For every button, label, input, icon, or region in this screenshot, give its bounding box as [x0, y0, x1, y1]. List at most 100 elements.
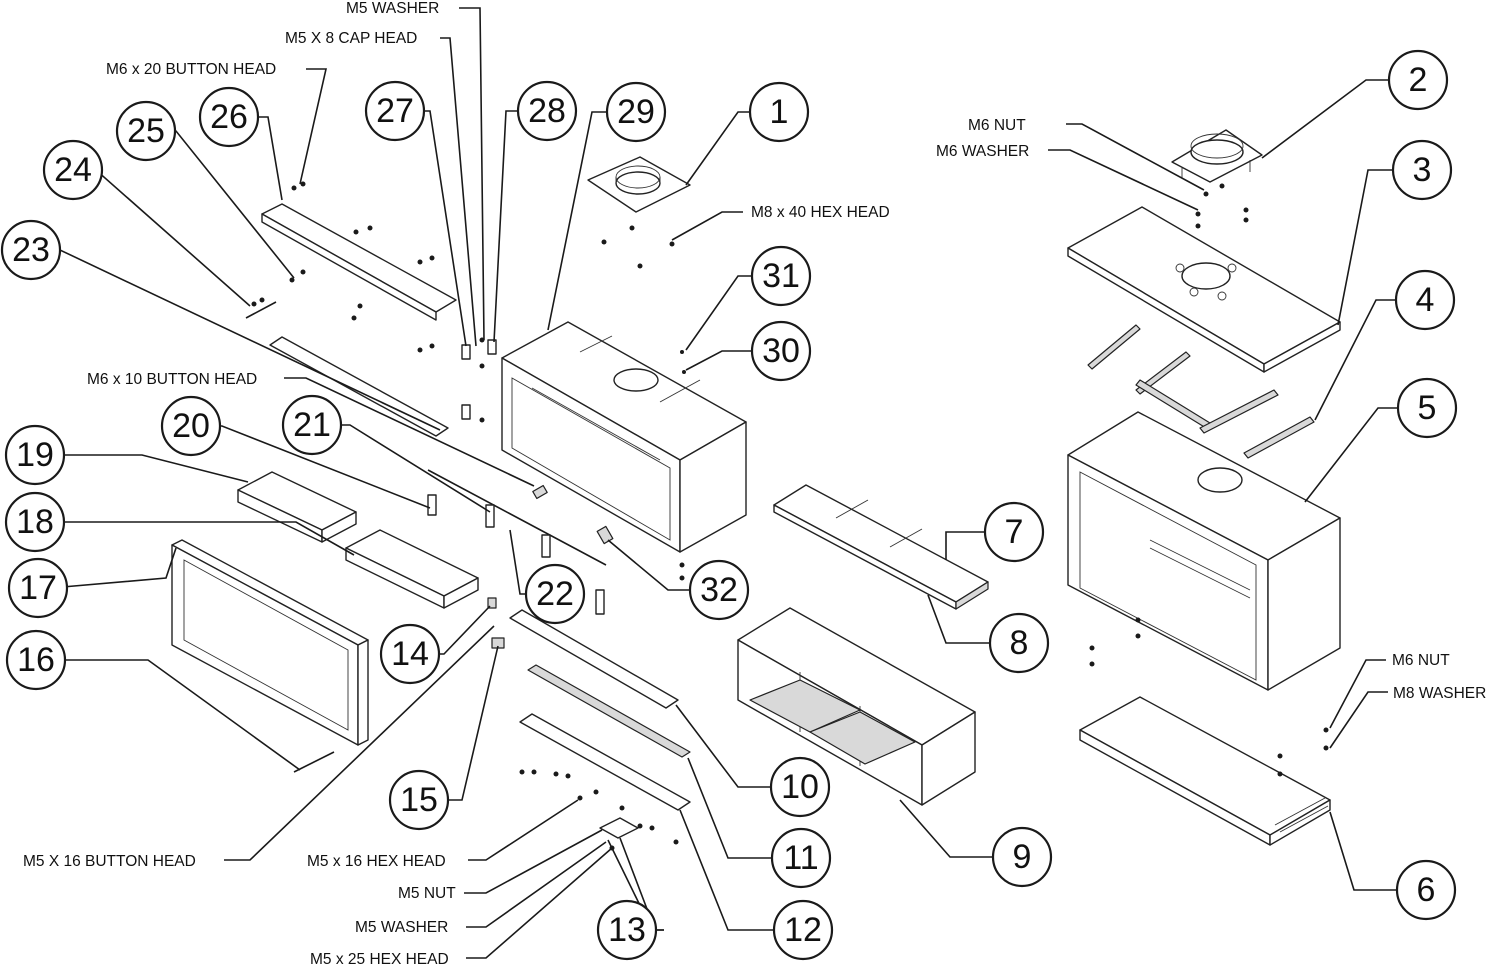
- svg-text:31: 31: [762, 257, 800, 295]
- svg-text:20: 20: [172, 407, 210, 445]
- svg-text:25: 25: [127, 112, 165, 150]
- svg-text:29: 29: [617, 93, 655, 131]
- balloon-23: 23: [0, 219, 62, 281]
- svg-text:13: 13: [608, 911, 646, 949]
- balloon-32: 32: [688, 559, 750, 621]
- svg-text:26: 26: [210, 98, 248, 136]
- part-4-spacer-strips: [1087, 324, 1315, 459]
- svg-text:22: 22: [536, 575, 574, 613]
- balloon-8: 8: [988, 612, 1050, 674]
- part-26-top-rail: [261, 203, 457, 321]
- balloon-17: 17: [7, 557, 69, 619]
- label-m8-x40-hex-head: M8 x 40 HEX HEAD: [751, 204, 890, 221]
- part-5-outer-housing: [1067, 411, 1341, 691]
- label-m6-nut-top: M6 NUT: [968, 117, 1026, 134]
- svg-text:10: 10: [781, 768, 819, 806]
- svg-text:5: 5: [1418, 389, 1437, 427]
- part-sketches: [171, 129, 1341, 851]
- part-20-22-rod-clips: [427, 469, 607, 615]
- svg-text:11: 11: [783, 839, 818, 877]
- part-17-door-frame: [171, 539, 369, 773]
- svg-text:32: 32: [700, 571, 738, 609]
- label-m5-x16-button-head: M5 X 16 BUTTON HEAD: [23, 853, 196, 870]
- balloon-26: 26: [198, 86, 260, 148]
- balloon-2: 2: [1387, 49, 1449, 111]
- balloon-20: 20: [160, 395, 222, 457]
- part-10-12-bottom-rails: [509, 609, 691, 811]
- label-m6-x10-button-head: M6 x 10 BUTTON HEAD: [87, 371, 257, 388]
- balloon-6: 6: [1395, 859, 1457, 921]
- part-27-28-brackets: [461, 339, 497, 420]
- label-m5-x16-hex-head: M5 x 16 HEX HEAD: [307, 853, 446, 870]
- hardware-labels: M5 WASHER M5 X 8 CAP HEAD M6 x 20 BUTTON…: [23, 0, 1486, 965]
- svg-text:12: 12: [784, 911, 822, 949]
- label-m5-washer-top: M5 WASHER: [346, 0, 439, 17]
- balloon-18: 18: [4, 491, 66, 553]
- svg-text:3: 3: [1413, 151, 1432, 189]
- svg-text:7: 7: [1005, 513, 1024, 551]
- balloon-19: 19: [4, 424, 66, 486]
- svg-text:1: 1: [770, 93, 789, 131]
- balloon-1: 1: [748, 81, 810, 143]
- balloon-12: 12: [772, 899, 834, 961]
- label-m8-washer: M8 WASHER: [1393, 685, 1486, 702]
- part-19-tray: [237, 471, 357, 543]
- svg-text:24: 24: [54, 151, 92, 189]
- svg-text:8: 8: [1010, 624, 1029, 662]
- balloon-9: 9: [991, 826, 1053, 888]
- svg-text:16: 16: [17, 641, 55, 679]
- balloon-13: 13: [596, 899, 658, 961]
- balloon-25: 25: [115, 100, 177, 162]
- svg-text:6: 6: [1417, 871, 1436, 909]
- part-29-firebox: [501, 321, 747, 553]
- balloon-22: 22: [524, 563, 586, 625]
- label-m5-nut: M5 NUT: [398, 885, 456, 902]
- balloon-10: 10: [769, 756, 831, 818]
- part-13-bracket: [599, 817, 639, 839]
- svg-text:19: 19: [16, 436, 54, 474]
- svg-text:9: 9: [1013, 838, 1032, 876]
- balloon-27: 27: [364, 80, 426, 142]
- part-2-flue-adapter: [1171, 129, 1263, 183]
- label-m5-x8-cap-head: M5 X 8 CAP HEAD: [285, 30, 417, 47]
- part-6-base-tray: [1079, 696, 1331, 846]
- balloons: 1 2 3 4 5 6 7 8 9 10 11 12 13 14 15 16 1…: [0, 49, 1458, 961]
- part-1-flue-plate: [587, 156, 691, 213]
- svg-text:27: 27: [376, 92, 414, 130]
- part-9-burner-tray: [737, 607, 976, 806]
- balloon-7: 7: [983, 501, 1045, 563]
- label-m6-x20-button-head: M6 x 20 BUTTON HEAD: [106, 61, 276, 78]
- part-7-8-ember-strip: [773, 484, 989, 610]
- svg-text:17: 17: [19, 569, 57, 607]
- svg-text:15: 15: [400, 781, 438, 819]
- balloon-4: 4: [1394, 269, 1456, 331]
- label-m6-washer-top: M6 WASHER: [936, 143, 1029, 160]
- svg-text:4: 4: [1416, 281, 1435, 319]
- balloon-5: 5: [1396, 377, 1458, 439]
- balloon-29: 29: [605, 81, 667, 143]
- balloon-14: 14: [379, 623, 441, 685]
- balloon-21: 21: [281, 394, 343, 456]
- part-23-long-rail: [245, 301, 449, 437]
- label-m6-nut-right: M6 NUT: [1392, 652, 1450, 669]
- balloon-11: 11: [770, 827, 832, 889]
- svg-text:2: 2: [1409, 61, 1428, 99]
- balloon-16: 16: [5, 629, 67, 691]
- balloon-31: 31: [750, 245, 812, 307]
- svg-text:14: 14: [391, 635, 429, 673]
- loose-fasteners: [251, 181, 1329, 851]
- balloon-15: 15: [388, 769, 450, 831]
- part-3-top-board: [1067, 206, 1341, 373]
- label-m5-washer-bottom: M5 WASHER: [355, 919, 448, 936]
- label-m5-x25-hex-head: M5 x 25 HEX HEAD: [310, 951, 449, 965]
- part-18-tray: [345, 529, 479, 609]
- svg-text:30: 30: [762, 332, 800, 370]
- balloon-24: 24: [42, 139, 104, 201]
- svg-text:21: 21: [293, 406, 331, 444]
- balloon-28: 28: [516, 80, 578, 142]
- svg-text:18: 18: [16, 503, 54, 541]
- balloon-30: 30: [750, 320, 812, 382]
- balloon-3: 3: [1391, 139, 1453, 201]
